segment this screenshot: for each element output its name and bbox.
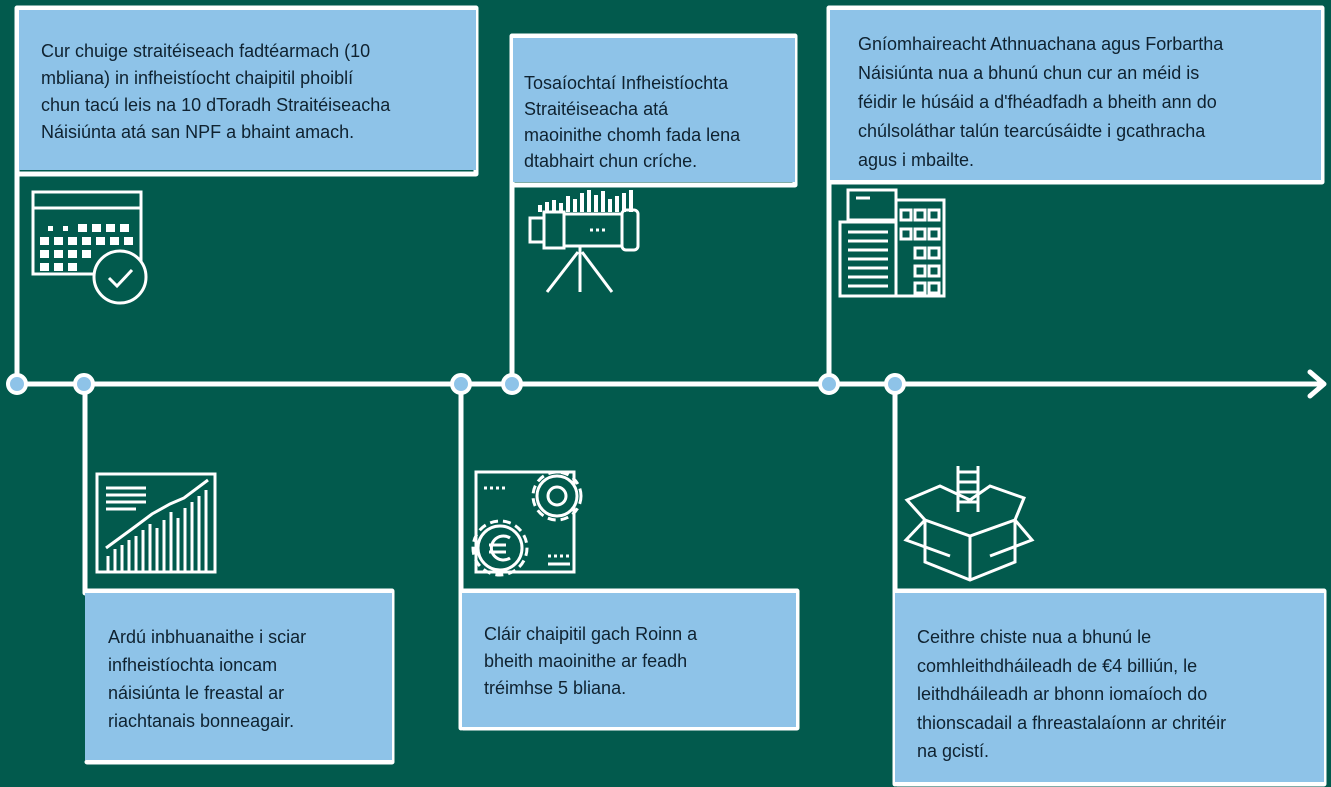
step-3-line-3: maoinithe chomh fada lena xyxy=(524,125,741,145)
step-4-line-2: bheith maoinithe ar feadh xyxy=(484,651,688,671)
step-2-line-3: náisiúnta le freastal ar xyxy=(108,683,285,703)
step-5-line-5: agus i mbailte. xyxy=(858,150,975,170)
step-2-box: Ardú inbhuanaithe i sciar infheistíochta… xyxy=(85,593,392,760)
timeline-dot-2 xyxy=(73,373,95,395)
step-3-line-1: Tosaíochtaí Infheistíochta xyxy=(524,73,729,93)
growth-chart-icon xyxy=(95,472,217,574)
step-1-line-4: Náisiúnta atá san NPF a bhaint amach. xyxy=(41,122,355,142)
step-6-line-2: comhleithdháileadh de €4 billiún, le xyxy=(917,655,1198,676)
step-3-line-2: Straitéiseacha atá xyxy=(524,99,669,119)
frame-4b xyxy=(84,588,395,765)
timeline-dot-1 xyxy=(6,373,28,395)
step-5-line-2: Náisiúnta nua a bhunú chun cur an méid i… xyxy=(858,63,1200,83)
timeline-dot-3 xyxy=(450,373,472,395)
step-4-line-1: Cláir chaipitil gach Roinn a xyxy=(484,624,698,644)
gears-euro-icon xyxy=(471,470,583,577)
step-6-line-4: thionscadail a fhreastalaíonn ar chritéi… xyxy=(917,712,1227,733)
step-6-box: Ceithre chiste nua a bhunú le comhleithd… xyxy=(895,593,1324,782)
step-1-line-3: chun tacú leis na 10 dToradh Straitéisea… xyxy=(41,95,391,115)
frame-5b xyxy=(460,588,800,731)
timeline-dot-5 xyxy=(818,373,840,395)
frame-6b xyxy=(894,588,1327,787)
step-5-line-3: féidir le húsáid a d'fhéadfadh a bheith … xyxy=(858,92,1217,112)
timeline-dot-6 xyxy=(884,373,906,395)
step-1-line-1: Cur chuige straitéiseach fadtéarmach (10 xyxy=(41,41,371,61)
office-buildings-icon xyxy=(838,188,946,298)
step-1-line-2: mbliana) in infheistíocht chaipitil phoi… xyxy=(41,68,354,88)
frame-3 xyxy=(826,5,1325,387)
step-5-line-4: chúlsoláthar talún tearcúsáidte i gcathr… xyxy=(858,121,1206,141)
frame-1 xyxy=(14,5,479,387)
step-6-line-1: Ceithre chiste nua a bhunú le xyxy=(917,627,1152,647)
step-2-line-1: Ardú inbhuanaithe i sciar xyxy=(108,627,307,647)
step-6-line-3: leithdháileadh ar bhonn iomaíoch do xyxy=(917,684,1208,704)
step-2-line-4: riachtanais bonneagair. xyxy=(108,711,295,731)
step-3-box: Tosaíochtaí Infheistíochta Straitéiseach… xyxy=(513,38,795,182)
step-4-box: Cláir chaipitil gach Roinn a bheith maoi… xyxy=(462,593,796,727)
step-3-line-4: dtabhairt chun críche. xyxy=(524,151,698,171)
step-5-line-1: Gníomhaireacht Athnuachana agus Forbarth… xyxy=(858,34,1224,54)
step-5-box: Gníomhaireacht Athnuachana agus Forbarth… xyxy=(830,10,1321,180)
frame-2 xyxy=(509,33,798,387)
telescope-icon xyxy=(528,190,640,293)
step-6-line-5: na gcistí. xyxy=(917,741,990,761)
open-box-icon xyxy=(903,466,1035,582)
step-1-box: Cur chuige straitéiseach fadtéarmach (10… xyxy=(19,10,476,170)
calendar-check-icon xyxy=(31,190,148,305)
step-4-line-3: tréimhse 5 bliana. xyxy=(484,678,627,698)
step-2-line-2: infheistíochta ioncam xyxy=(108,655,278,675)
timeline-arrowhead xyxy=(1307,369,1327,399)
timeline-dot-4 xyxy=(501,373,523,395)
